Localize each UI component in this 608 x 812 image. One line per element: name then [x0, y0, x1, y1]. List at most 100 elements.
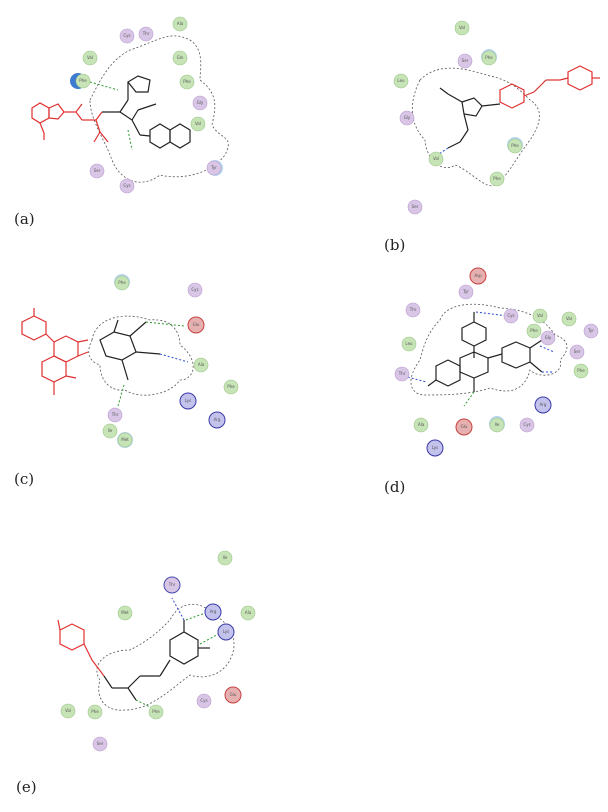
- residue-disc: Glu: [187, 316, 205, 334]
- svg-text:Phe: Phe: [79, 78, 87, 83]
- svg-text:Glu: Glu: [461, 424, 468, 429]
- residue-disc: Glu: [224, 686, 242, 704]
- svg-text:Tyr: Tyr: [587, 328, 594, 333]
- svg-text:Cys: Cys: [123, 183, 130, 188]
- svg-text:Leu: Leu: [405, 341, 413, 346]
- panel-b-diagram: Val Ser Phe Leu Gly Phe Val Phe Ser: [393, 20, 600, 215]
- residue-disc: Cys: [119, 28, 135, 44]
- panel-e-hbond-1: [171, 597, 185, 621]
- residue-disc: Thr: [163, 576, 181, 594]
- svg-text:Ala: Ala: [245, 610, 252, 615]
- svg-text:Ile: Ile: [108, 428, 113, 433]
- residue-disc: Val: [532, 308, 548, 324]
- svg-text:Ser: Ser: [462, 58, 469, 63]
- svg-text:Asp: Asp: [474, 273, 482, 278]
- residue-disc: Cys: [519, 417, 535, 433]
- residue-disc: Ser: [89, 163, 105, 179]
- residue-disc: Phe: [481, 49, 497, 66]
- residue-disc: Thr: [138, 26, 154, 42]
- residue-disc: Thr: [107, 407, 123, 423]
- residue-disc: Phe: [179, 74, 195, 90]
- residue-disc: Tyr: [206, 160, 223, 176]
- panel-label-e: (e): [16, 778, 37, 796]
- residue-disc: Ile: [489, 416, 505, 433]
- residue-disc: Lys: [179, 392, 197, 410]
- residue-disc: Glu: [455, 418, 473, 436]
- residue-disc: Met: [117, 605, 133, 621]
- panel-e-diagram: Ile Thr Met Arg Ala Lys Glu Cys Phe Val …: [57, 550, 256, 752]
- svg-text:Ile: Ile: [223, 555, 228, 560]
- residue-disc: Phe: [223, 379, 239, 395]
- svg-text:Gln: Gln: [177, 55, 184, 60]
- svg-text:Gly: Gly: [545, 335, 552, 340]
- residue-disc: Lys: [426, 439, 444, 457]
- panel-label-b: (b): [384, 236, 406, 254]
- svg-text:Thr: Thr: [111, 412, 119, 417]
- residue-disc: Met: [117, 432, 133, 448]
- svg-text:Thr: Thr: [142, 31, 150, 36]
- residue-disc: Arg: [208, 411, 226, 429]
- svg-text:Thr: Thr: [398, 371, 406, 376]
- svg-text:Cys: Cys: [507, 313, 514, 318]
- svg-text:Cys: Cys: [200, 698, 207, 703]
- panel-d-hbond-2: [539, 345, 555, 353]
- panel-a-diagram: Cys Thr Ala Val Gln Phe Gly Val Tyr Cys …: [31, 16, 229, 194]
- svg-text:Cys: Cys: [191, 287, 198, 292]
- svg-text:Thr: Thr: [168, 582, 176, 587]
- svg-text:Glu: Glu: [193, 322, 200, 327]
- residue-disc: Phe: [114, 274, 130, 291]
- residue-disc: Val: [60, 703, 76, 719]
- svg-text:Val: Val: [195, 121, 201, 126]
- panel-label-c: (c): [14, 470, 35, 488]
- residue-disc: Phe: [70, 73, 91, 89]
- panel-label-d: (d): [384, 478, 406, 496]
- panel-c-hbond-1: [145, 321, 185, 327]
- svg-text:Phe: Phe: [91, 709, 99, 714]
- svg-text:Ala: Ala: [198, 362, 205, 367]
- panel-e-hbond-4: [135, 699, 153, 709]
- residue-disc: Ile: [217, 550, 233, 566]
- svg-text:Phe: Phe: [577, 368, 585, 373]
- residue-disc: Tyr: [458, 284, 474, 300]
- residue-disc: Val: [428, 151, 444, 167]
- panel-label-a: (a): [14, 210, 35, 228]
- residue-disc: Phe: [148, 704, 164, 720]
- svg-text:Gly: Gly: [404, 115, 411, 120]
- residue-disc: Cys: [196, 693, 212, 709]
- panel-d-hbond-4: [463, 391, 475, 407]
- residue-disc: Thr: [405, 302, 421, 318]
- residue-disc: Phe: [489, 171, 505, 187]
- svg-text:Phe: Phe: [183, 79, 191, 84]
- svg-text:Val: Val: [87, 55, 93, 60]
- svg-text:Val: Val: [65, 708, 71, 713]
- residue-disc: Ile: [102, 423, 118, 439]
- svg-text:Ile: Ile: [495, 422, 500, 427]
- residue-disc: Cys: [119, 178, 135, 194]
- residue-disc: Leu: [393, 73, 409, 89]
- residue-disc: Ala: [413, 417, 429, 433]
- residue-disc: Val: [561, 311, 577, 327]
- residue-disc: Asp: [469, 267, 487, 285]
- residue-disc: Ser: [92, 736, 108, 752]
- panel-d-diagram: Asp Tyr Thr Cys Val Val Phe Gly Tyr Leu …: [394, 267, 599, 457]
- residue-disc: Gln: [172, 50, 188, 66]
- residue-disc: Tyr: [583, 323, 599, 339]
- svg-text:Ser: Ser: [94, 168, 101, 173]
- panel-d-hbond-1: [475, 311, 509, 317]
- svg-text:Phe: Phe: [530, 328, 538, 333]
- residue-disc: Ser: [569, 344, 585, 360]
- residue-disc: Phe: [526, 323, 542, 339]
- residue-disc: Phe: [87, 704, 103, 720]
- svg-text:Arg: Arg: [210, 609, 217, 614]
- svg-text:Val: Val: [537, 313, 543, 318]
- residue-disc: Ala: [193, 357, 209, 373]
- residue-disc: Gly: [399, 110, 415, 126]
- svg-text:Glu: Glu: [230, 692, 237, 697]
- residue-disc: Arg: [534, 396, 552, 414]
- svg-text:Cys: Cys: [123, 33, 130, 38]
- panel-b-ligand-black: [439, 87, 501, 149]
- svg-text:Val: Val: [433, 156, 439, 161]
- residue-disc: Cys: [503, 308, 519, 324]
- svg-text:Val: Val: [566, 316, 572, 321]
